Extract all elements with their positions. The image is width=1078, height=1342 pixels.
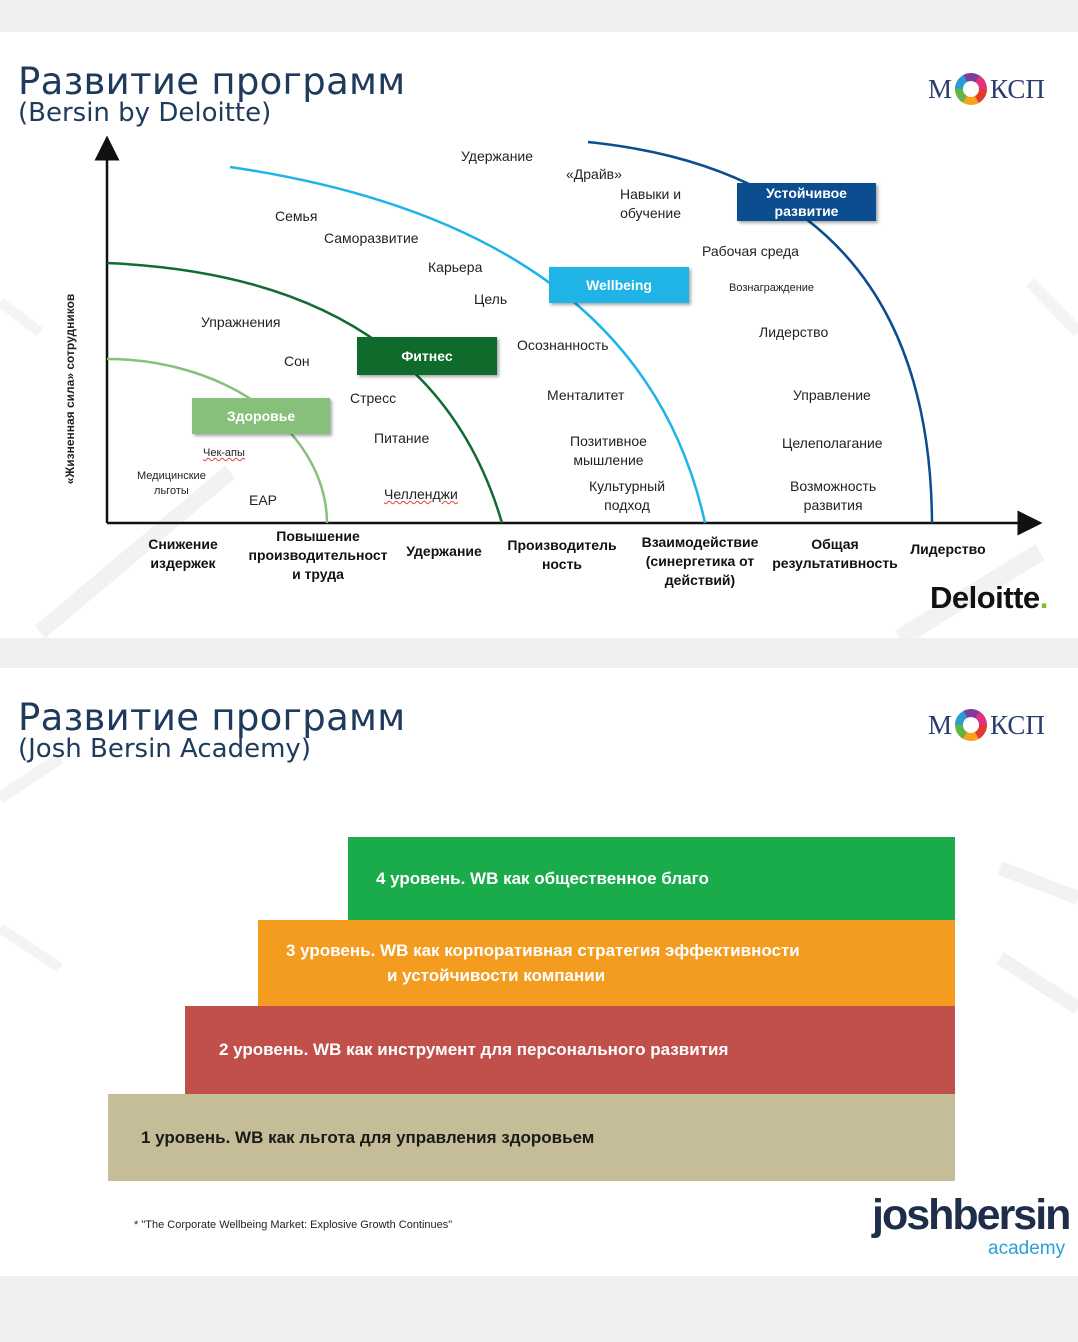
footnote: * "The Corporate Wellbeing Market: Explo… (134, 1219, 453, 1231)
x-label-povyshenie: Повышение производительност и труда (248, 528, 388, 582)
box-ustoichivoe: Устойчивое развитие (737, 183, 876, 221)
label-navyki: Навыки и обучение (620, 186, 682, 221)
slide-josh-bersin: Развитие программ (Josh Bersin Academy) … (0, 668, 1078, 1276)
label-liderstvo: Лидерство (759, 324, 829, 340)
label-mentalitet: Менталитет (547, 387, 625, 403)
label-chellendzhi: Челленджи (384, 486, 458, 502)
logo-letter-m: М (928, 709, 953, 740)
box-fitnes: Фитнес (357, 337, 497, 375)
slide-bersin-deloitte: Развитие программ (Bersin by Deloitte) М… (0, 32, 1078, 638)
aperture-icon (955, 73, 988, 105)
mksp-logo: М КСП (928, 708, 1045, 742)
mksp-logo: М КСП (928, 72, 1045, 106)
page-subtitle: (Bersin by Deloitte) (18, 98, 272, 128)
label-uderzhanie: Удержание (461, 148, 534, 164)
label-semya: Семья (275, 208, 318, 224)
label-voznagrazhdenie: Вознаграждение (729, 282, 815, 294)
deloitte-logo: Deloitte. (930, 580, 1048, 615)
label-son: Сон (284, 353, 310, 369)
x-label-liderstvo: Лидерство (910, 541, 986, 557)
label-karera: Карьера (428, 259, 483, 275)
x-label-vzaimodeistvie: Взаимодействие (синергетика от действий) (641, 534, 759, 588)
label-samorazvitie: Саморазвитие (324, 230, 419, 246)
label-eap: EAP (249, 492, 278, 508)
level-3-step: 3 уровень. WB как корпоративная стратеги… (258, 920, 955, 1006)
label-kulturny: Культурный подход (589, 478, 666, 513)
level-4-step: 4 уровень. WB как общественное благо (348, 837, 955, 920)
x-label-uderzhanie: Удержание (406, 543, 482, 559)
label-rabochaya-sreda: Рабочая среда (702, 243, 799, 259)
label-pozitivnoe: Позитивное мышление (570, 433, 647, 468)
label-upravlenie: Управление (793, 387, 871, 403)
label-chekapy: Чек-апы (203, 447, 245, 459)
page-title: Развитие программ (18, 60, 406, 103)
logo-letter-m: М (928, 73, 953, 104)
level-1-step: 1 уровень. WB как льгота для управления … (108, 1094, 955, 1181)
logo-letters-ksp: КСП (990, 73, 1045, 104)
y-axis-label: «Жизненная сила» сотрудников (63, 293, 77, 485)
background-decoration (0, 753, 1078, 1014)
label-osoznannost: Осознанность (517, 337, 609, 353)
x-label-obshaya: Общая результативность (772, 536, 898, 571)
level-2-step: 2 уровень. WB как инструмент для персона… (185, 1006, 955, 1094)
x-label-snizhenie: Снижение издержек (148, 536, 218, 571)
label-tselepolaganie: Целеполагание (782, 435, 883, 451)
page-subtitle: (Josh Bersin Academy) (18, 734, 311, 764)
logo-letters-ksp: КСП (990, 709, 1045, 740)
label-draiv: «Драйв» (566, 166, 622, 182)
joshbersin-logo: joshbersin (872, 1191, 1071, 1239)
x-label-proizvoditelnost: Производитель ность (507, 537, 617, 572)
page-title: Развитие программ (18, 696, 406, 739)
joshbersin-academy-label: academy (988, 1238, 1066, 1259)
label-med-lgoty: Медицинские льготы (137, 470, 206, 497)
arc-ustoichivoe (587, 140, 934, 524)
background-decoration (0, 277, 1078, 638)
label-stress: Стресс (350, 390, 397, 406)
label-tsel: Цель (474, 291, 508, 307)
aperture-icon (955, 709, 988, 741)
box-zdorovie: Здоровье (192, 398, 330, 434)
label-uprazhneniya: Упражнения (201, 314, 281, 330)
box-wellbeing: Wellbeing (549, 267, 689, 303)
label-vozmozhnost: Возможность развития (790, 478, 877, 513)
label-pitanie: Питание (374, 430, 430, 446)
arc-fitnes (106, 261, 504, 524)
